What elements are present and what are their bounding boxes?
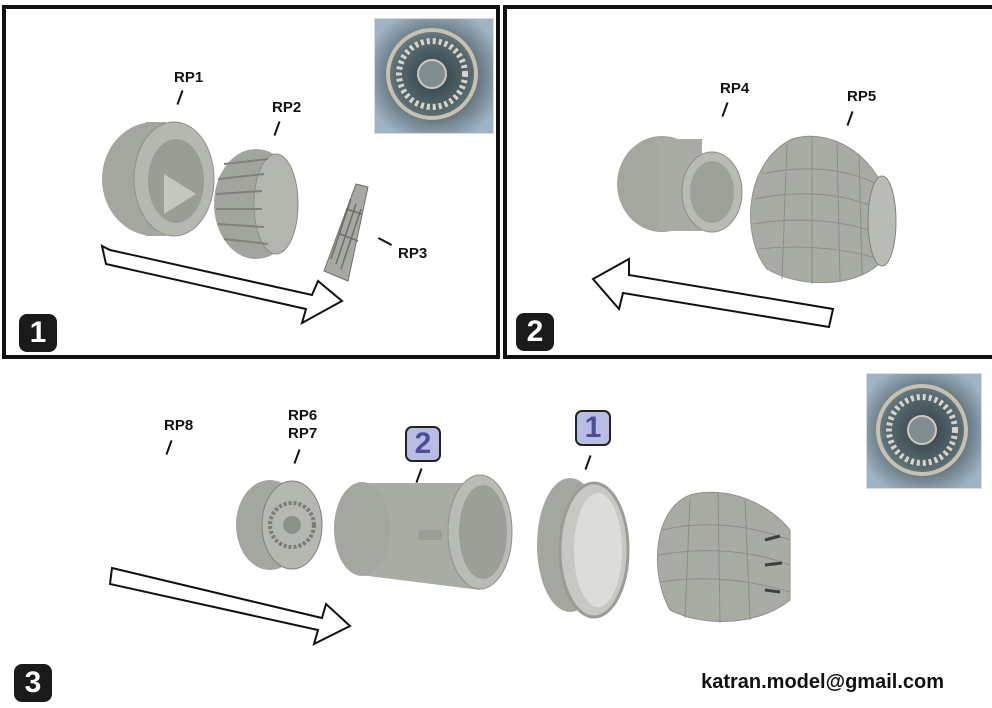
rp6-rp7-part [236, 480, 323, 570]
step-number-badge: 3 [14, 664, 52, 702]
rp7-label: RP7 [288, 425, 318, 442]
assembly-direction-arrow [100, 244, 344, 326]
step-2-illustration [591, 135, 897, 329]
rp1-label: RP1 [174, 69, 204, 86]
step-1-reference-badge: 1 [575, 410, 611, 446]
rp3-part [323, 183, 369, 282]
step-number-badge: 1 [19, 314, 57, 352]
contact-email: katran.model@gmail.com [701, 671, 944, 693]
rp8-label: RP8 [164, 417, 194, 434]
rp3-label: RP3 [398, 245, 428, 262]
step-3-panel: RP8 RP6 RP7 2 1 3 katran.model@gmail.com [0, 360, 992, 708]
step-3-illustration [108, 474, 791, 646]
assembly-direction-arrow [591, 257, 835, 329]
step-1-assembly-part [537, 478, 630, 619]
rp8-part [656, 491, 791, 624]
step-2-panel: RP4 RP5 2 [503, 5, 992, 359]
rp4-part [617, 136, 743, 233]
step-2-assembly-part [334, 474, 513, 590]
nozzle-reference-photo [866, 373, 982, 489]
step-number-badge: 2 [516, 313, 554, 351]
rp6-label: RP6 [288, 407, 318, 424]
nozzle-reference-photo [374, 18, 494, 134]
assembly-direction-arrow [108, 566, 352, 646]
step-2-reference-badge: 2 [405, 426, 441, 462]
rp2-label: RP2 [272, 99, 302, 116]
step-1-panel: RP1 RP2 RP3 1 [2, 5, 500, 359]
rp2-part [214, 149, 299, 259]
rp1-part [102, 121, 215, 237]
step-1-illustration [100, 121, 369, 326]
rp5-label: RP5 [847, 88, 877, 105]
rp5-part [750, 135, 897, 284]
rp4-label: RP4 [720, 80, 750, 97]
